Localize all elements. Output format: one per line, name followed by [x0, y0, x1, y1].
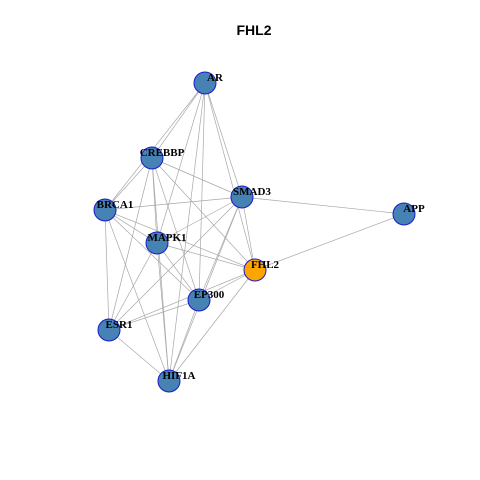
- node-circle-crebbp: [140, 146, 164, 170]
- node-label-brca1: BRCA1: [97, 199, 134, 211]
- edge-ar-brca1: [104, 82, 206, 211]
- node-circle-ar: [193, 71, 217, 95]
- edge-crebbp-brca1: [104, 157, 153, 211]
- edge-ar-crebbp: [151, 82, 206, 159]
- edge-crebbp-esr1: [108, 157, 153, 331]
- edge-brca1-ep300: [104, 209, 200, 301]
- edge-layer: [104, 82, 405, 382]
- edge-crebbp-ep300: [151, 157, 200, 301]
- edge-smad3-mapk1: [156, 196, 243, 244]
- node-label-mapk1: MAPK1: [147, 232, 186, 244]
- node-ar: AR: [193, 71, 224, 95]
- node-label-ep300: EP300: [194, 289, 225, 301]
- node-smad3: SMAD3: [230, 185, 271, 209]
- edge-smad3-fhl2: [241, 196, 256, 271]
- node-crebbp: CREBBP: [140, 146, 185, 170]
- edge-mapk1-esr1: [108, 242, 158, 331]
- diagram-title: FHL2: [237, 22, 272, 38]
- edge-ar-ep300: [198, 82, 206, 301]
- edge-ar-hif1a: [168, 82, 206, 382]
- edge-smad3-brca1: [104, 196, 243, 211]
- node-label-app: APP: [403, 203, 425, 215]
- node-label-hif1a: HIF1A: [163, 370, 196, 382]
- edge-brca1-fhl2: [104, 209, 256, 271]
- node-circle-mapk1: [145, 231, 169, 255]
- edge-fhl2-hif1a: [168, 269, 256, 382]
- edge-app-fhl2: [254, 213, 405, 271]
- node-circle-esr1: [97, 318, 121, 342]
- node-hif1a: HIF1A: [157, 369, 196, 393]
- edge-crebbp-hif1a: [151, 157, 170, 382]
- node-ep300: EP300: [187, 288, 225, 312]
- edge-brca1-hif1a: [104, 209, 170, 382]
- node-label-crebbp: CREBBP: [140, 147, 185, 159]
- edge-crebbp-fhl2: [151, 157, 256, 271]
- edge-ep300-hif1a: [168, 299, 200, 382]
- node-label-smad3: SMAD3: [233, 186, 271, 198]
- node-mapk1: MAPK1: [145, 231, 187, 255]
- edge-smad3-esr1: [108, 196, 243, 331]
- node-app: APP: [392, 202, 425, 226]
- node-esr1: ESR1: [97, 318, 133, 342]
- edge-ar-smad3: [204, 82, 243, 198]
- node-brca1: BRCA1: [93, 198, 134, 222]
- edge-ar-fhl2: [204, 82, 256, 271]
- edge-mapk1-fhl2: [156, 242, 256, 271]
- edge-smad3-app: [241, 196, 405, 215]
- node-label-ar: AR: [207, 72, 224, 84]
- edge-smad3-hif1a: [168, 196, 243, 382]
- edge-esr1-hif1a: [108, 329, 170, 382]
- node-circle-fhl2: [243, 258, 267, 282]
- node-circle-app: [392, 202, 416, 226]
- node-fhl2: FHL2: [243, 258, 280, 282]
- edge-brca1-esr1: [104, 209, 110, 331]
- node-circle-ep300: [187, 288, 211, 312]
- node-circle-smad3: [230, 185, 254, 209]
- node-label-fhl2: FHL2: [251, 259, 280, 271]
- edge-fhl2-esr1: [108, 269, 256, 331]
- edge-ep300-esr1: [108, 299, 200, 331]
- node-label-esr1: ESR1: [106, 319, 133, 331]
- edge-crebbp-smad3: [151, 157, 243, 198]
- edge-mapk1-ep300: [156, 242, 200, 301]
- edge-ar-mapk1: [156, 82, 206, 244]
- node-circle-brca1: [93, 198, 117, 222]
- node-circle-hif1a: [157, 369, 181, 393]
